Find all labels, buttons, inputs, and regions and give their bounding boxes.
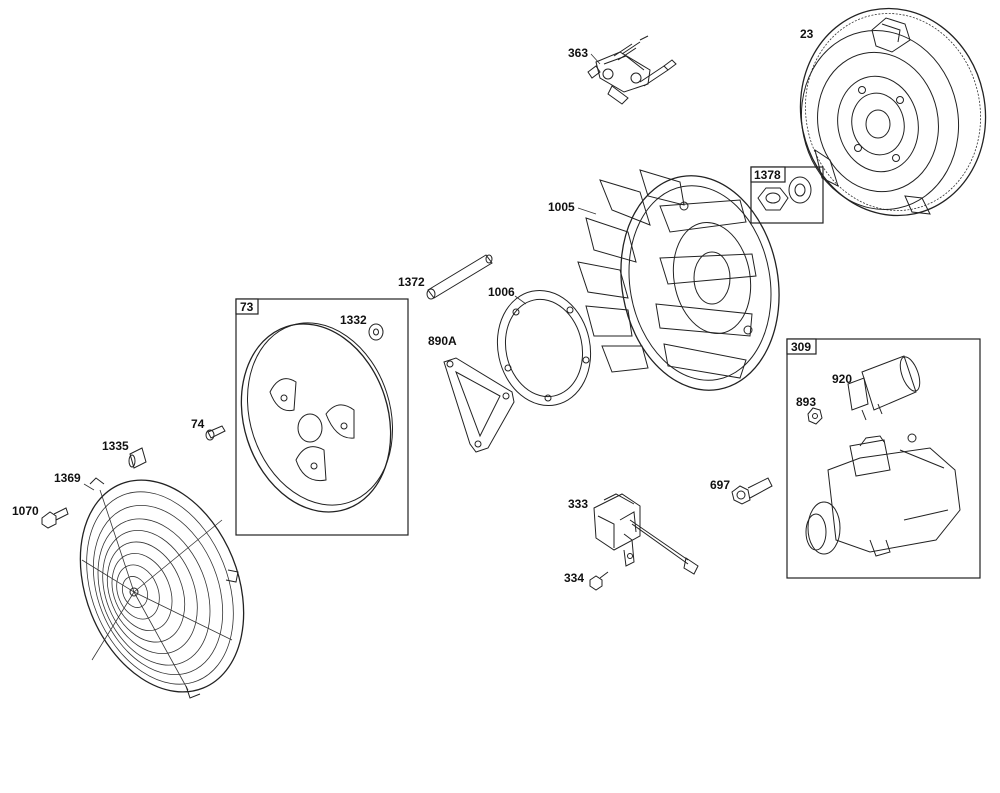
callout-23: 23	[800, 27, 814, 41]
adapter-plate[interactable]	[487, 282, 601, 415]
callout-697: 697	[710, 478, 730, 492]
callout-1006: 1006	[488, 285, 515, 299]
callout-920: 920	[832, 372, 852, 386]
callout-1378: 1378	[754, 168, 781, 182]
leader-363	[590, 53, 601, 65]
screw-1070[interactable]	[41, 507, 69, 529]
dowel-pin[interactable]	[426, 254, 493, 300]
callout-1332: 1332	[340, 313, 367, 327]
leader-1005	[577, 207, 597, 215]
callout-333: 333	[568, 497, 588, 511]
callout-1335: 1335	[102, 439, 129, 453]
screw-74[interactable]	[205, 425, 226, 441]
callout-1070: 1070	[12, 504, 39, 518]
spacer-1335[interactable]	[128, 447, 147, 469]
callout-890a: 890A	[428, 334, 457, 348]
ignition-module[interactable]	[593, 493, 699, 575]
callout-1372: 1372	[398, 275, 425, 289]
nut-washer-box[interactable]	[750, 166, 824, 224]
callout-1005: 1005	[548, 200, 575, 214]
callout-73: 73	[240, 300, 254, 314]
screw-334[interactable]	[589, 571, 609, 591]
leader-1006	[514, 295, 527, 305]
triangular-brace[interactable]	[443, 357, 515, 453]
callout-74: 74	[191, 417, 205, 431]
callout-363: 363	[568, 46, 588, 60]
flywheel[interactable]	[781, 0, 1000, 233]
bracket-assembly[interactable]	[587, 35, 677, 105]
leader-1369	[83, 483, 95, 491]
starter-motor-box[interactable]	[786, 338, 981, 579]
callout-1369: 1369	[54, 471, 81, 485]
bolt-697[interactable]	[731, 477, 773, 505]
cooling-fan[interactable]	[577, 163, 796, 403]
cover-plate-box[interactable]	[218, 298, 415, 536]
fan-guard[interactable]	[50, 456, 273, 717]
callout-893: 893	[796, 395, 816, 409]
callout-334: 334	[564, 571, 584, 585]
callout-309: 309	[791, 340, 811, 354]
